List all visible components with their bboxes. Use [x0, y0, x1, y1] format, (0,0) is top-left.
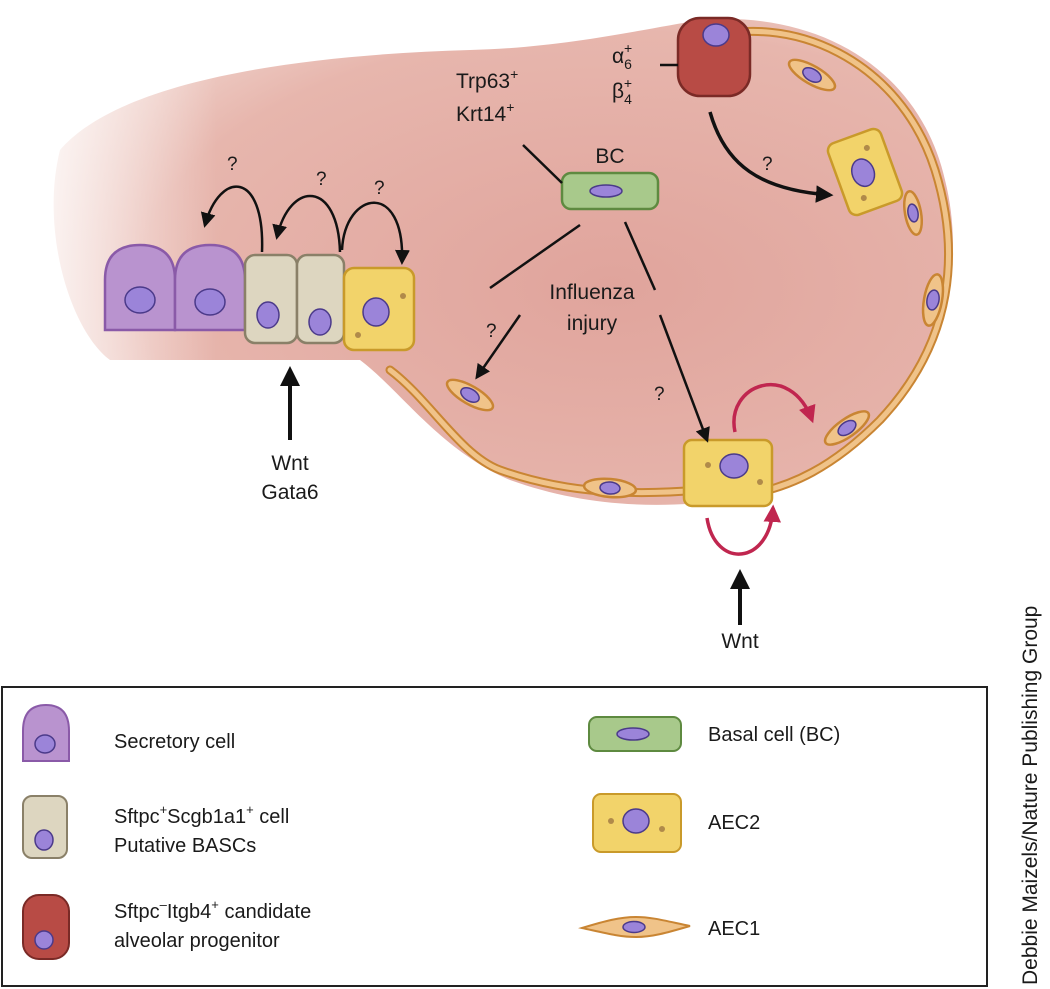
- svg-text:Trp63+: Trp63+: [456, 66, 518, 93]
- injury-label: injury: [567, 312, 618, 335]
- aec2-cell-junction: [342, 266, 416, 352]
- question-mark: ?: [227, 154, 238, 175]
- basal-cell: [560, 171, 660, 211]
- alveolar-progenitor-cell: [676, 16, 752, 98]
- arrows: [200, 63, 834, 625]
- influenza-label: Influenza: [549, 281, 635, 304]
- legend-label-basc-line1: Sftpc+Scgb1a1+ cell: [114, 802, 289, 828]
- aec2-cell-right: [826, 127, 904, 217]
- legend-basc-icon: [22, 795, 68, 859]
- wnt-left-label: Wnt: [271, 452, 309, 475]
- svg-text:β4+: β4+: [612, 75, 632, 107]
- svg-text:Krt14+: Krt14+: [456, 99, 514, 126]
- legend-basal-icon: [588, 716, 682, 752]
- svg-text:α6+: α6+: [612, 40, 632, 72]
- legend: Secretory cell Sftpc+Scgb1a1+ cell Putat…: [1, 686, 988, 987]
- legend-progenitor-icon: [22, 894, 70, 960]
- self-renewal-arrows: [705, 382, 816, 556]
- legend-label-aec1: AEC1: [708, 918, 760, 940]
- aec2-cell-bottom: [682, 438, 774, 508]
- legend-label-progenitor-line2: alveolar progenitor: [114, 930, 280, 952]
- legend-label-basc-line2: Putative BASCs: [114, 835, 256, 857]
- legend-secretory-icon: [22, 703, 70, 762]
- bc-label: BC: [595, 145, 624, 168]
- legend-label-basal: Basal cell (BC): [708, 724, 840, 746]
- legend-aec1-icon: [578, 915, 691, 939]
- question-mark: ?: [654, 384, 665, 405]
- credit-text: Debbie Maizels/Nature Publishing Group: [1019, 606, 1042, 985]
- legend-aec2-icon: [592, 793, 682, 853]
- question-mark: ?: [374, 178, 385, 199]
- wnt-bottom-label: Wnt: [721, 630, 759, 653]
- question-mark: ?: [316, 169, 327, 190]
- aec1-cells: [445, 58, 945, 499]
- diagram-labels: α6+ β4+ Trp63+ Krt14+ BC Influenza injur…: [227, 40, 773, 653]
- secretory-cells: [103, 243, 247, 332]
- basc-cells: [243, 253, 346, 345]
- legend-label-aec2: AEC2: [708, 812, 760, 834]
- question-mark: ?: [486, 321, 497, 342]
- legend-label-secretory: Secretory cell: [114, 731, 235, 753]
- question-mark: ?: [762, 154, 773, 175]
- gata6-label: Gata6: [261, 481, 318, 504]
- legend-label-progenitor-line1: Sftpc–Itgb4+ candidate: [114, 897, 311, 923]
